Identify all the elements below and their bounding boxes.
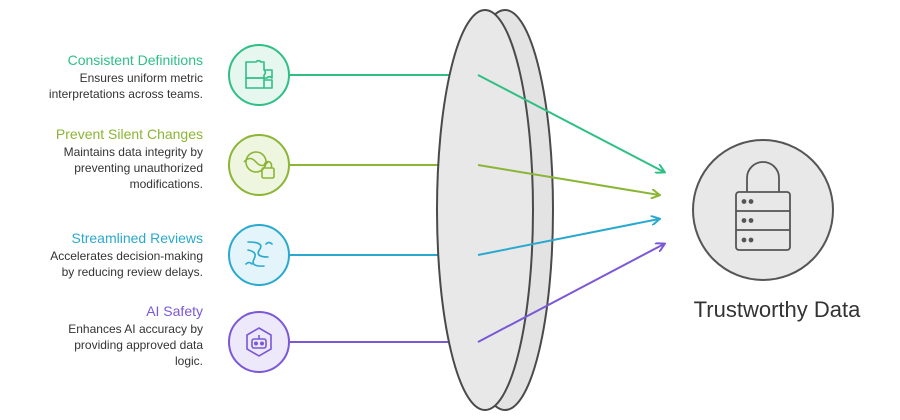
river-icon	[245, 241, 273, 267]
item-node-consistent	[228, 44, 290, 106]
item-text-ai: AI Safety Enhances AI accuracy by provid…	[0, 303, 203, 369]
item-desc-line: Maintains data integrity by	[63, 145, 203, 159]
lens-icon	[436, 9, 554, 411]
arrow-head-ai	[477, 244, 664, 343]
item-desc-line: logic.	[174, 354, 203, 368]
eye-lock-icon	[243, 151, 275, 179]
item-desc-line: providing approved data	[74, 338, 203, 352]
arrow-head-prevent	[477, 164, 659, 195]
item-desc-line: Enhances AI accuracy by	[68, 322, 203, 336]
robot-icon	[246, 327, 272, 357]
item-text-prevent: Prevent Silent Changes Maintains data in…	[0, 126, 203, 192]
item-desc-line: by reducing review delays.	[61, 265, 203, 279]
lock-server-icon	[735, 161, 791, 251]
item-desc-line: interpretations across teams.	[48, 87, 203, 101]
item-title: Prevent Silent Changes	[55, 126, 203, 142]
arrow-front-segments	[477, 74, 664, 343]
item-desc-line: preventing unauthorized	[74, 161, 203, 175]
item-title: AI Safety	[146, 303, 203, 319]
item-node-ai	[228, 311, 290, 373]
item-desc-line: Accelerates decision-making	[50, 249, 203, 263]
result-label: Trustworthy Data	[693, 297, 861, 322]
item-text-streamlined: Streamlined Reviews Accelerates decision…	[0, 230, 203, 280]
item-title: Streamlined Reviews	[71, 230, 204, 246]
result-node	[692, 139, 834, 281]
item-desc-line: Ensures uniform metric	[79, 71, 203, 85]
item-node-prevent	[228, 134, 290, 196]
puzzle-icon	[245, 59, 273, 89]
arrow-head-consistent	[477, 74, 664, 172]
item-node-streamlined	[228, 224, 290, 286]
arrow-head-streamlined	[477, 219, 659, 256]
item-text-consistent: Consistent Definitions Ensures uniform m…	[0, 52, 203, 102]
item-desc-line: modifications.	[129, 177, 203, 191]
item-title: Consistent Definitions	[67, 52, 203, 68]
